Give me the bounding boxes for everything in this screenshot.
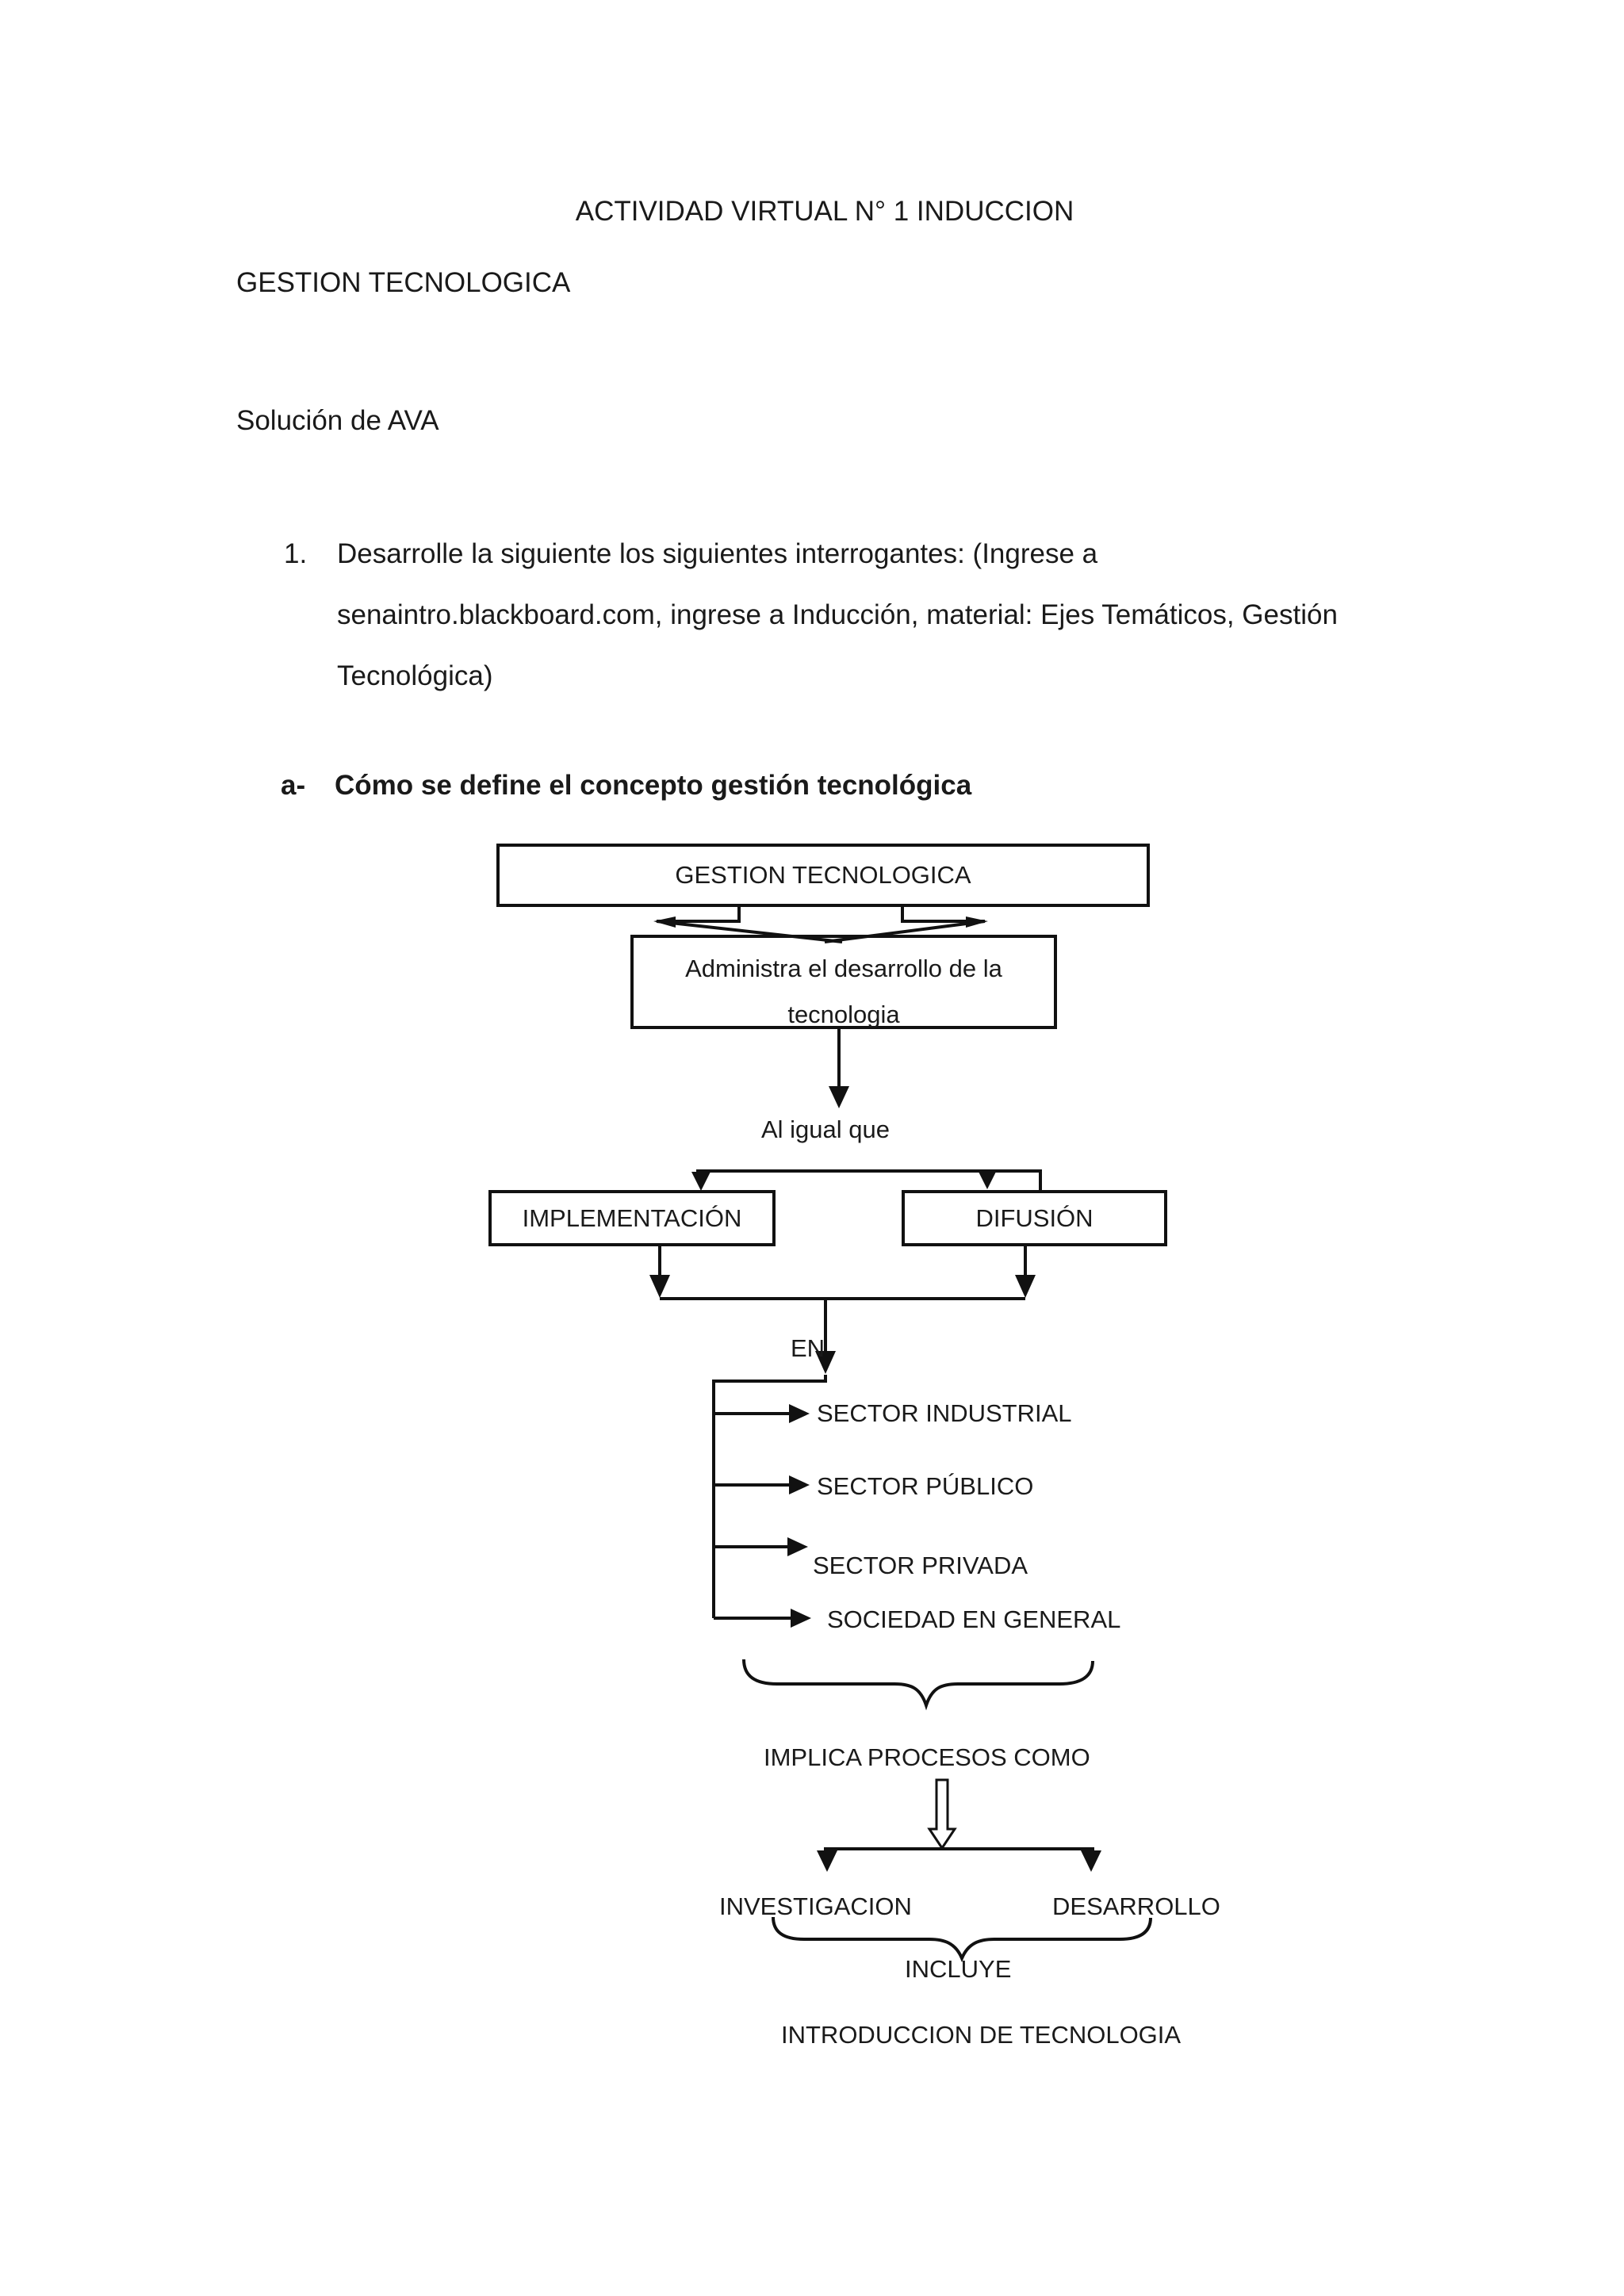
difusion-box [902, 1190, 1167, 1246]
section-label: Solución de AVA [236, 405, 439, 436]
implies-label: IMPLICA PROCESOS COMO [764, 1743, 1090, 1771]
sector-item-sociedad: SOCIEDAD EN GENERAL [827, 1605, 1121, 1633]
sector-item-publico: SECTOR PÚBLICO [817, 1472, 1034, 1500]
process-investigacion-label: INVESTIGACION [719, 1892, 912, 1920]
process-right-arrowhead-icon [1081, 1850, 1101, 1872]
page-title: ACTIVIDAD VIRTUAL N° 1 INDUCCION [575, 196, 1074, 227]
funnel-left-notch [657, 907, 741, 923]
funnel-right-diagonal [824, 920, 986, 943]
root-box [496, 844, 1150, 907]
implies-block-arrow-icon [927, 1778, 957, 1850]
funnel-left-arrowhead-icon [653, 916, 676, 928]
funnel-right-arrowhead-icon [966, 916, 988, 928]
root-box-label: GESTION TECNOLOGICA [675, 861, 971, 889]
difusion-box-label: DIFUSIÓN [975, 1203, 1094, 1232]
connector-label-en: EN [791, 1334, 825, 1362]
sector-item-industrial: SECTOR INDUSTRIAL [817, 1399, 1072, 1427]
implementation-box-label: IMPLEMENTACIÓN [522, 1203, 742, 1232]
definition-box-label: Administra el desarrollo de la tecnologi… [632, 936, 1055, 1027]
list-item-line-3: Tecnológica) [337, 660, 493, 691]
sector-branch-4-arrowhead-icon [791, 1609, 811, 1628]
doc-subtitle: GESTION TECNOLOGICA [236, 267, 571, 298]
sector-item-privada: SECTOR PRIVADA [813, 1552, 1028, 1579]
split-right-arrowhead-icon [978, 1170, 997, 1189]
definition-box [630, 935, 1057, 1029]
question-label: a- [281, 770, 306, 801]
implementation-drop-arrowhead-icon [649, 1275, 670, 1298]
implementation-box [488, 1190, 776, 1246]
question-text: Cómo se define el concepto gestión tecno… [335, 770, 972, 801]
definition-box-line-1: Administra el desarrollo de la [685, 955, 1002, 982]
sector-branch-2-arrowhead-icon [789, 1475, 810, 1494]
sector-branch-1-arrowhead-icon [789, 1404, 810, 1423]
list-item-line-2: senaintro.blackboard.com, ingrese a Indu… [337, 599, 1338, 630]
list-item-number: 1. [284, 538, 308, 569]
difusion-drop-arrowhead-icon [1015, 1275, 1036, 1298]
process-left-arrowhead-icon [817, 1850, 837, 1872]
definition-box-line-2: tecnologia [787, 1001, 900, 1027]
sector-spine-line [712, 1375, 827, 1618]
split-left-arrowhead-icon [691, 1172, 710, 1191]
merge-stub-arrowhead-icon [815, 1351, 836, 1374]
includes-label: INCLUYE [905, 1955, 1012, 1983]
sector-branch-3-arrowhead-icon [787, 1537, 808, 1556]
funnel-left-diagonal [656, 920, 843, 943]
funnel-right-notch [901, 907, 985, 923]
process-desarrollo-label: DESARROLLO [1052, 1892, 1220, 1920]
connector-label-al-igual-que: Al igual que [760, 1115, 890, 1143]
processes-brace [772, 1916, 1152, 1963]
result-label: INTRODUCCION DE TECNOLOGIA [781, 2021, 1182, 2049]
split-connector-line [696, 1169, 1042, 1190]
list-item-line-1: Desarrolle la siguiente los siguientes i… [337, 538, 1098, 569]
sectors-brace [742, 1659, 1094, 1711]
definition-down-arrowhead-icon [829, 1086, 849, 1108]
